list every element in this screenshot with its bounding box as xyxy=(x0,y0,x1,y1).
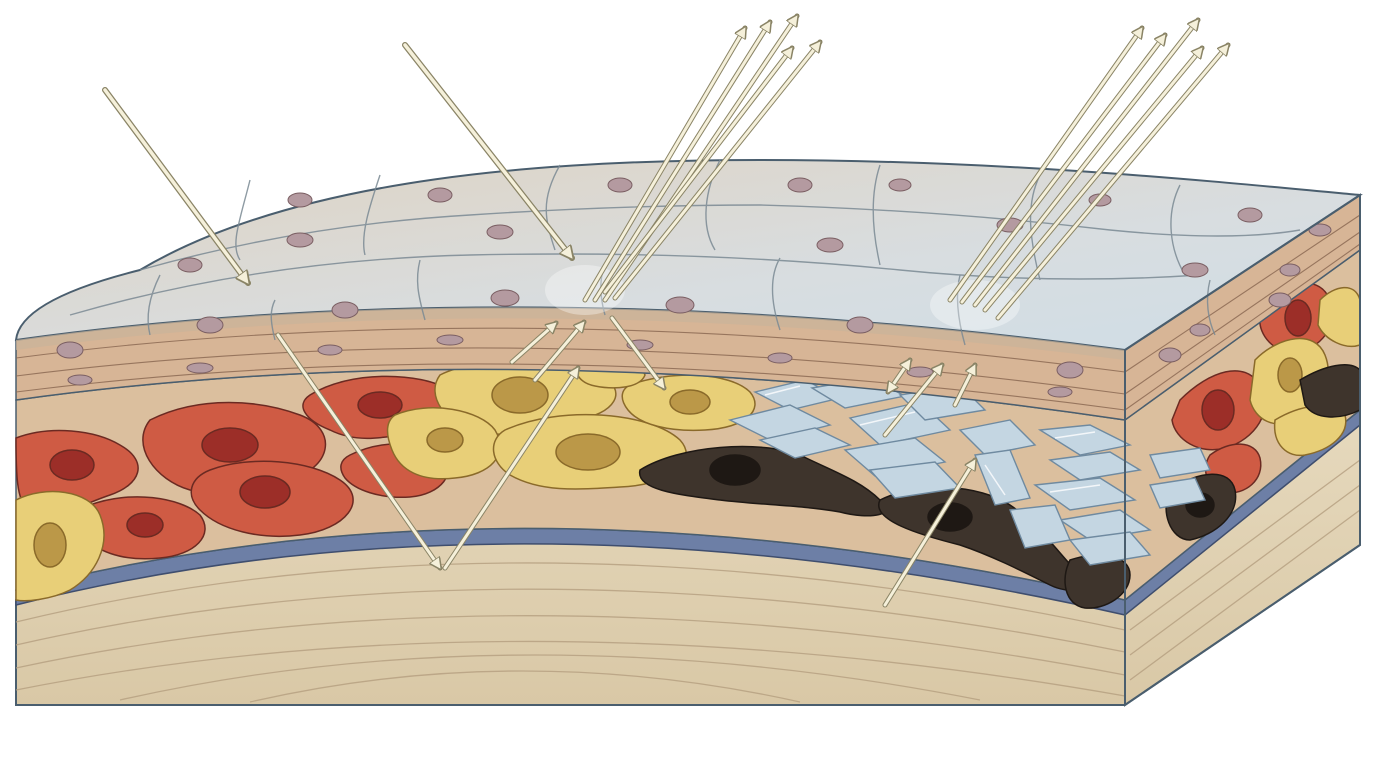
epidermis-front xyxy=(16,307,1125,360)
dermis-grain-lines xyxy=(15,459,1361,703)
epidermal-nuclei xyxy=(56,177,1332,379)
reflected-light-arrow xyxy=(582,16,820,303)
light-glow-left xyxy=(545,265,625,315)
reflected-light-arrow xyxy=(947,20,1228,321)
yellow-pigment-cells xyxy=(15,286,1361,602)
stratum-nuclei xyxy=(67,263,1301,398)
incoming-light-arrow xyxy=(102,42,572,283)
light-rays xyxy=(102,16,1228,608)
crystal-highlights xyxy=(764,385,1101,496)
dark-pigment-cells xyxy=(639,364,1361,609)
scattered-light-arrow xyxy=(275,315,978,608)
